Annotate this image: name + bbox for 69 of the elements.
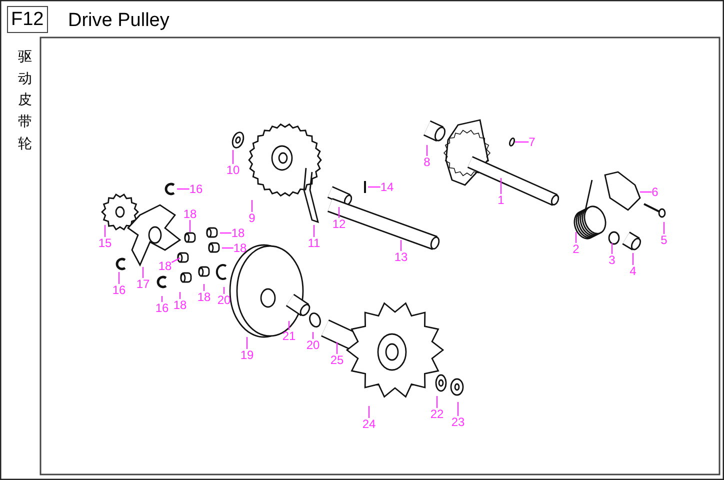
leader-line [515,141,529,143]
leader-line [189,220,191,232]
callout-number: 14 [380,181,394,193]
callout-number: 13 [394,251,408,263]
callout-number: 19 [240,349,254,361]
callout-number: 6 [652,186,658,198]
callout-number: 3 [608,254,616,266]
callout-number: 18 [197,291,211,303]
callout-number: 18 [158,260,172,272]
callout-number: 20 [306,339,320,351]
leader-line [104,225,106,237]
callout-number: 16 [155,302,169,314]
leader-line [575,232,577,243]
callout-number: 20 [217,294,231,306]
leader-line [312,332,314,339]
leader-line [232,150,234,164]
leader-line [288,321,290,330]
leader-line [223,287,225,294]
leader-line [177,188,190,190]
callout-number: 18 [183,208,197,220]
callout-number: 18 [173,299,187,311]
leader-line [457,402,459,416]
callout-number: 10 [226,164,240,176]
section-code: F12 [7,6,48,33]
leader-line [611,243,613,254]
leader-line [118,272,120,284]
callout-number: 4 [630,265,636,277]
callout-number: 21 [282,330,296,342]
callout-number: 8 [424,156,430,168]
callout-number: 1 [498,194,504,206]
leader-line [632,253,634,265]
callout-number: 16 [112,284,126,296]
vertical-chinese-title: 驱动皮带轮 [18,48,32,154]
callout-number: 18 [233,242,247,254]
callout-number: 25 [330,354,344,366]
leader-line [220,232,232,234]
leader-line [203,284,205,291]
callout-number: 18 [231,227,245,239]
leader-line [251,200,253,212]
leader-line [179,292,181,299]
callout-number: 15 [98,237,112,249]
leader-line [368,186,380,188]
leader-line [336,342,338,354]
leader-line [663,222,665,234]
callout-number: 24 [362,418,376,430]
leader-line [338,207,340,218]
callout-number: 9 [248,212,256,224]
callout-number: 23 [451,416,465,428]
callout-number: 11 [308,237,320,249]
callout-number: 7 [528,136,536,148]
leader-line [142,267,144,278]
leader-line [171,257,180,263]
callout-number: 12 [332,218,346,230]
leader-line [222,247,234,249]
callout-number: 16 [189,183,203,195]
callout-number: 17 [136,278,150,290]
leader-line [500,178,502,194]
leader-line [313,225,315,237]
leader-line [426,145,428,156]
callout-number: 2 [572,243,580,255]
title: Drive Pulley [68,9,170,32]
callout-number: 5 [660,234,668,246]
leader-line [640,191,652,193]
callout-number: 22 [430,408,444,420]
leader-line [436,396,438,408]
leader-line [368,406,370,418]
leader-line [400,240,402,251]
leader-line [161,296,163,302]
leader-line [246,337,248,349]
